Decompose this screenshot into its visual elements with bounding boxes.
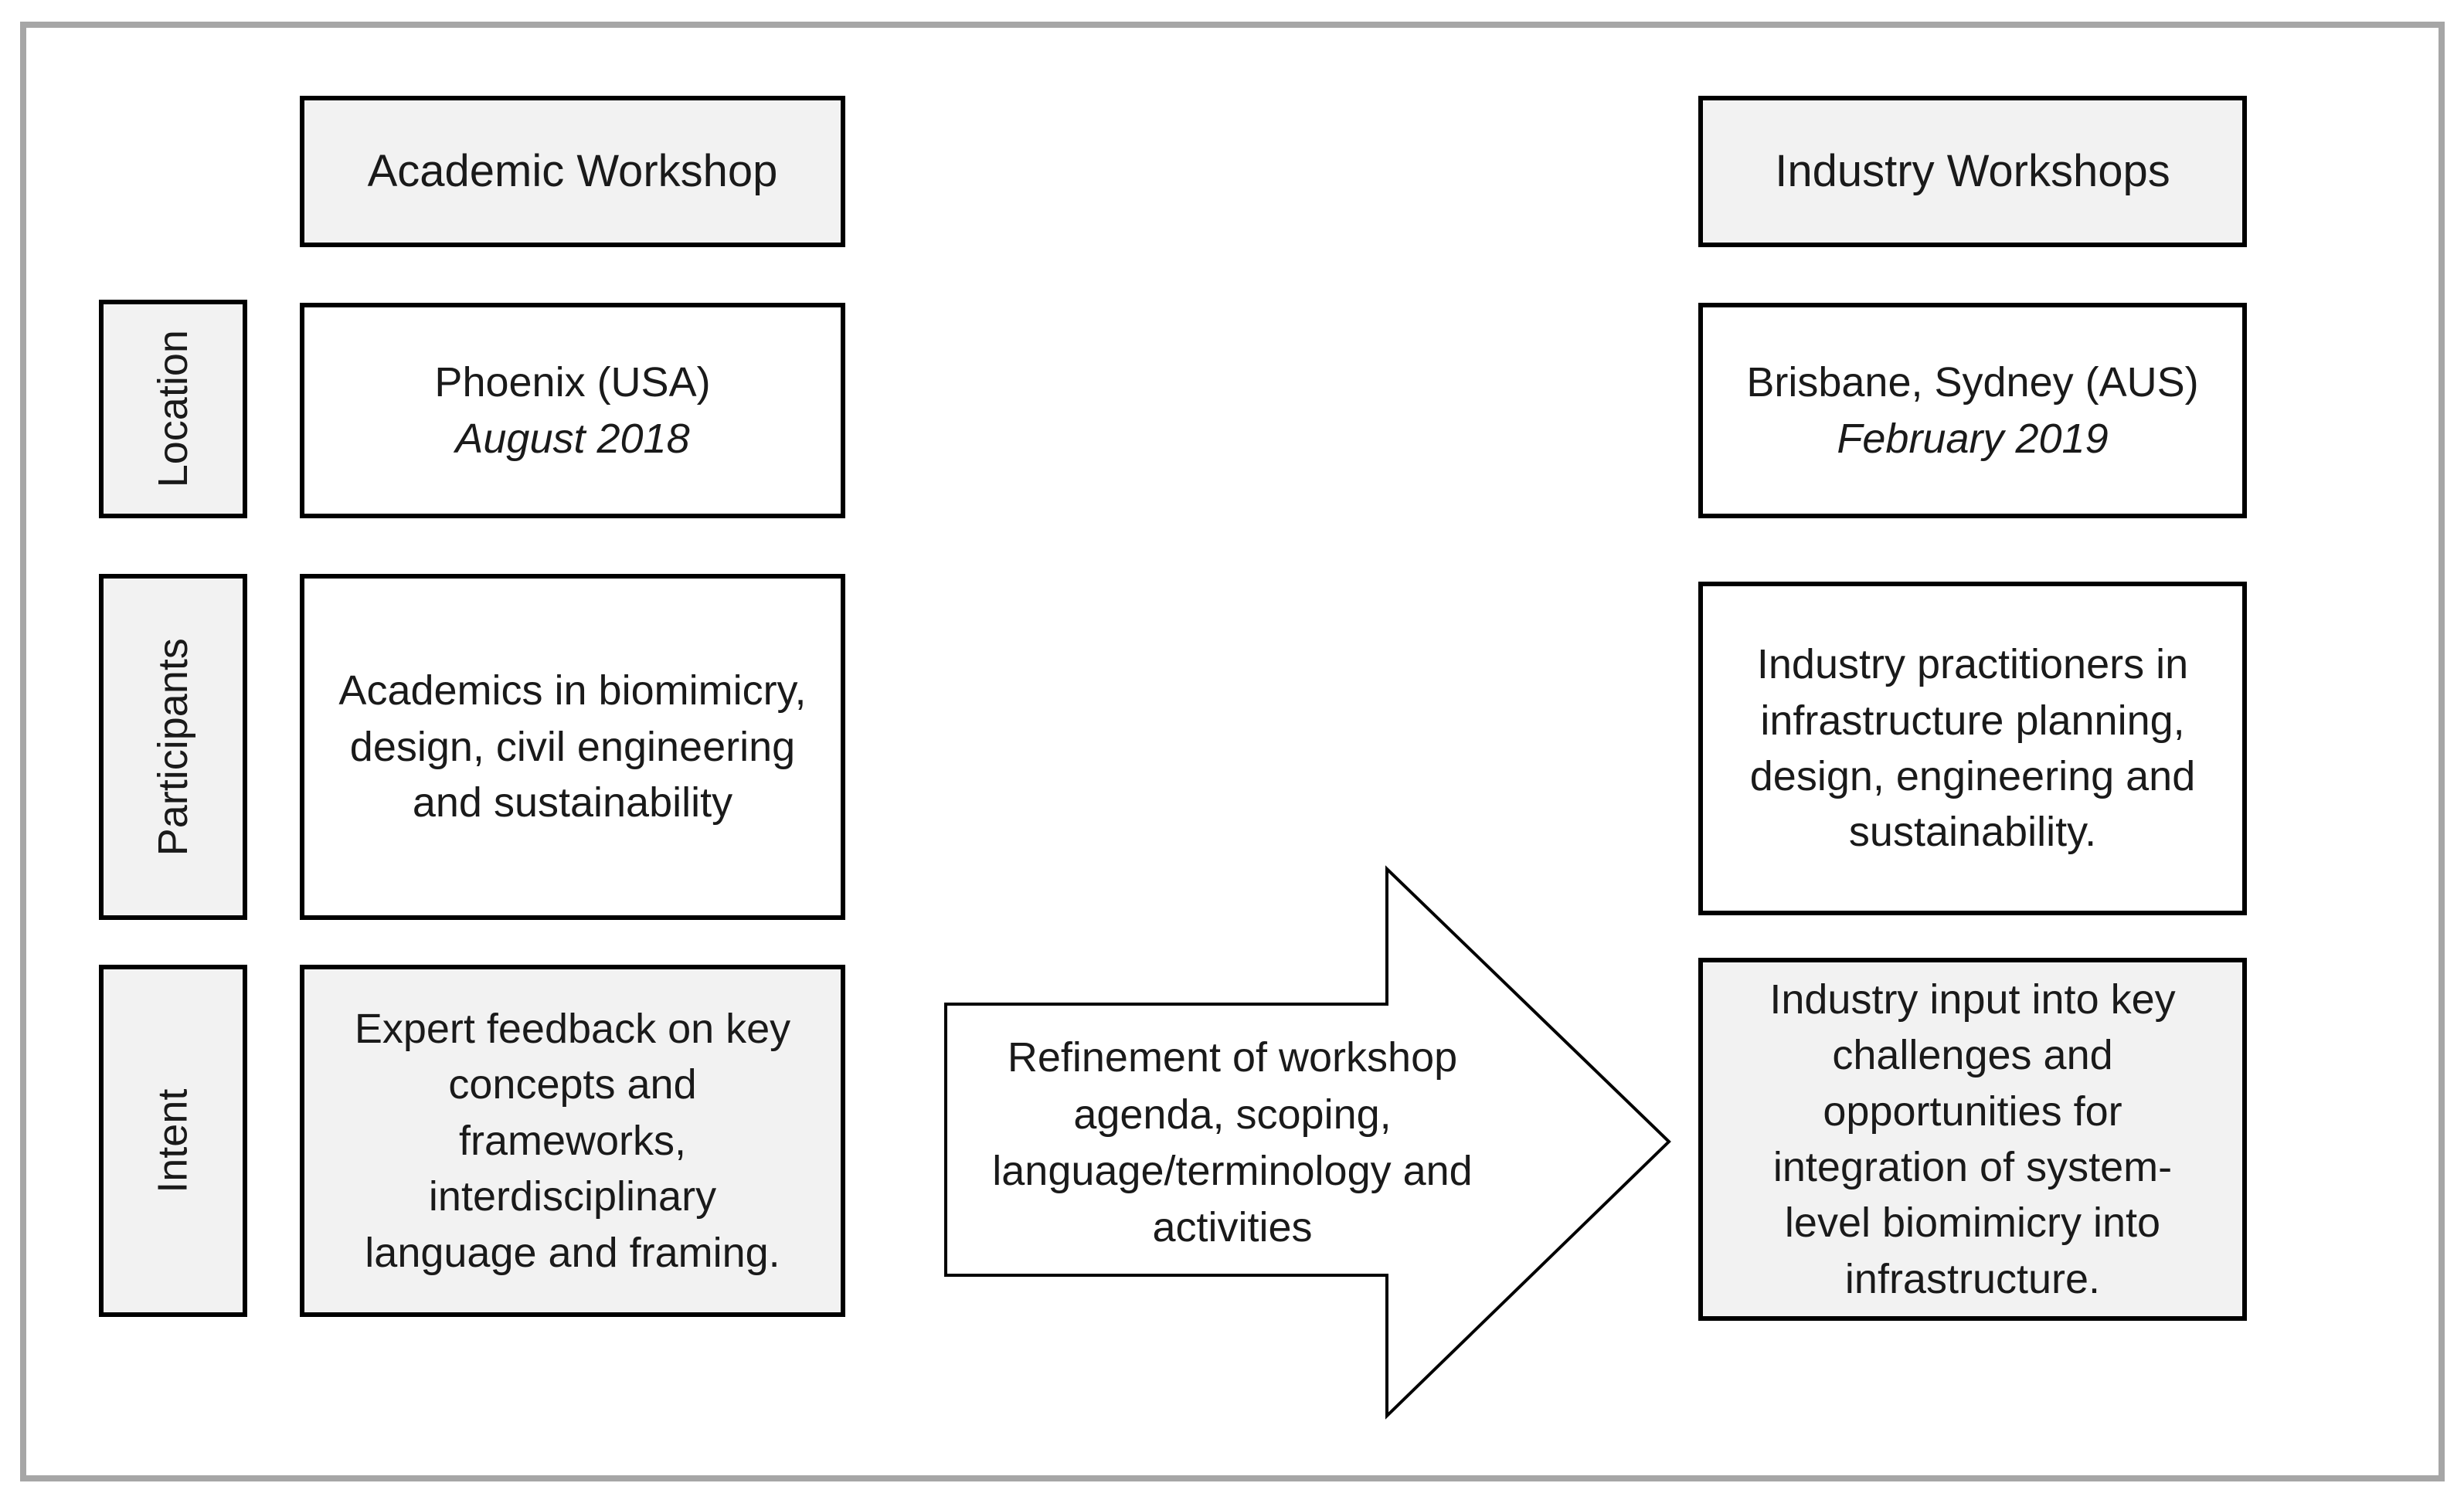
academic-participants-text: Academics in biomimicry, design, civil e… bbox=[338, 667, 807, 826]
industry-location-place: Brisbane, Sydney (AUS) bbox=[1746, 359, 2199, 406]
row-label-participants: Participants bbox=[99, 574, 247, 920]
right-arrow-shape bbox=[944, 865, 1671, 1420]
industry-location-box: Brisbane, Sydney (AUS) February 2019 bbox=[1698, 303, 2247, 518]
academic-participants-box: Academics in biomimicry, design, civil e… bbox=[300, 574, 845, 920]
industry-workshops-header-text: Industry Workshops bbox=[1775, 146, 2170, 197]
row-label-location: Location bbox=[99, 300, 247, 518]
academic-location-box: Phoenix (USA) August 2018 bbox=[300, 303, 845, 518]
industry-workshops-header: Industry Workshops bbox=[1698, 96, 2247, 247]
industry-participants-text: Industry practitioners in infrastructure… bbox=[1749, 641, 2196, 856]
row-label-intent: Intent bbox=[99, 965, 247, 1317]
arrow-label-text: Refinement of workshop agenda, scoping, … bbox=[992, 1034, 1473, 1251]
academic-location-stack: Phoenix (USA) August 2018 bbox=[434, 355, 710, 467]
row-label-intent-text: Intent bbox=[149, 1088, 196, 1193]
row-label-location-text: Location bbox=[149, 330, 196, 488]
academic-intent-box: Expert feedback on key concepts and fram… bbox=[300, 965, 845, 1317]
academic-intent-text: Expert feedback on key concepts and fram… bbox=[354, 1006, 791, 1276]
industry-location-stack: Brisbane, Sydney (AUS) February 2019 bbox=[1746, 355, 2198, 467]
arrow-label: Refinement of workshop agenda, scoping, … bbox=[962, 1000, 1503, 1286]
industry-intent-box: Industry input into key challenges and o… bbox=[1698, 958, 2247, 1321]
academic-workshop-header-text: Academic Workshop bbox=[367, 146, 778, 197]
academic-location-place: Phoenix (USA) bbox=[434, 359, 711, 406]
industry-participants-box: Industry practitioners in infrastructure… bbox=[1698, 582, 2247, 915]
row-label-participants-text: Participants bbox=[149, 637, 196, 857]
industry-intent-text: Industry input into key challenges and o… bbox=[1769, 976, 2176, 1302]
academic-workshop-header: Academic Workshop bbox=[300, 96, 845, 247]
industry-location-date: February 2019 bbox=[1837, 415, 2109, 462]
academic-location-date: August 2018 bbox=[455, 415, 690, 462]
